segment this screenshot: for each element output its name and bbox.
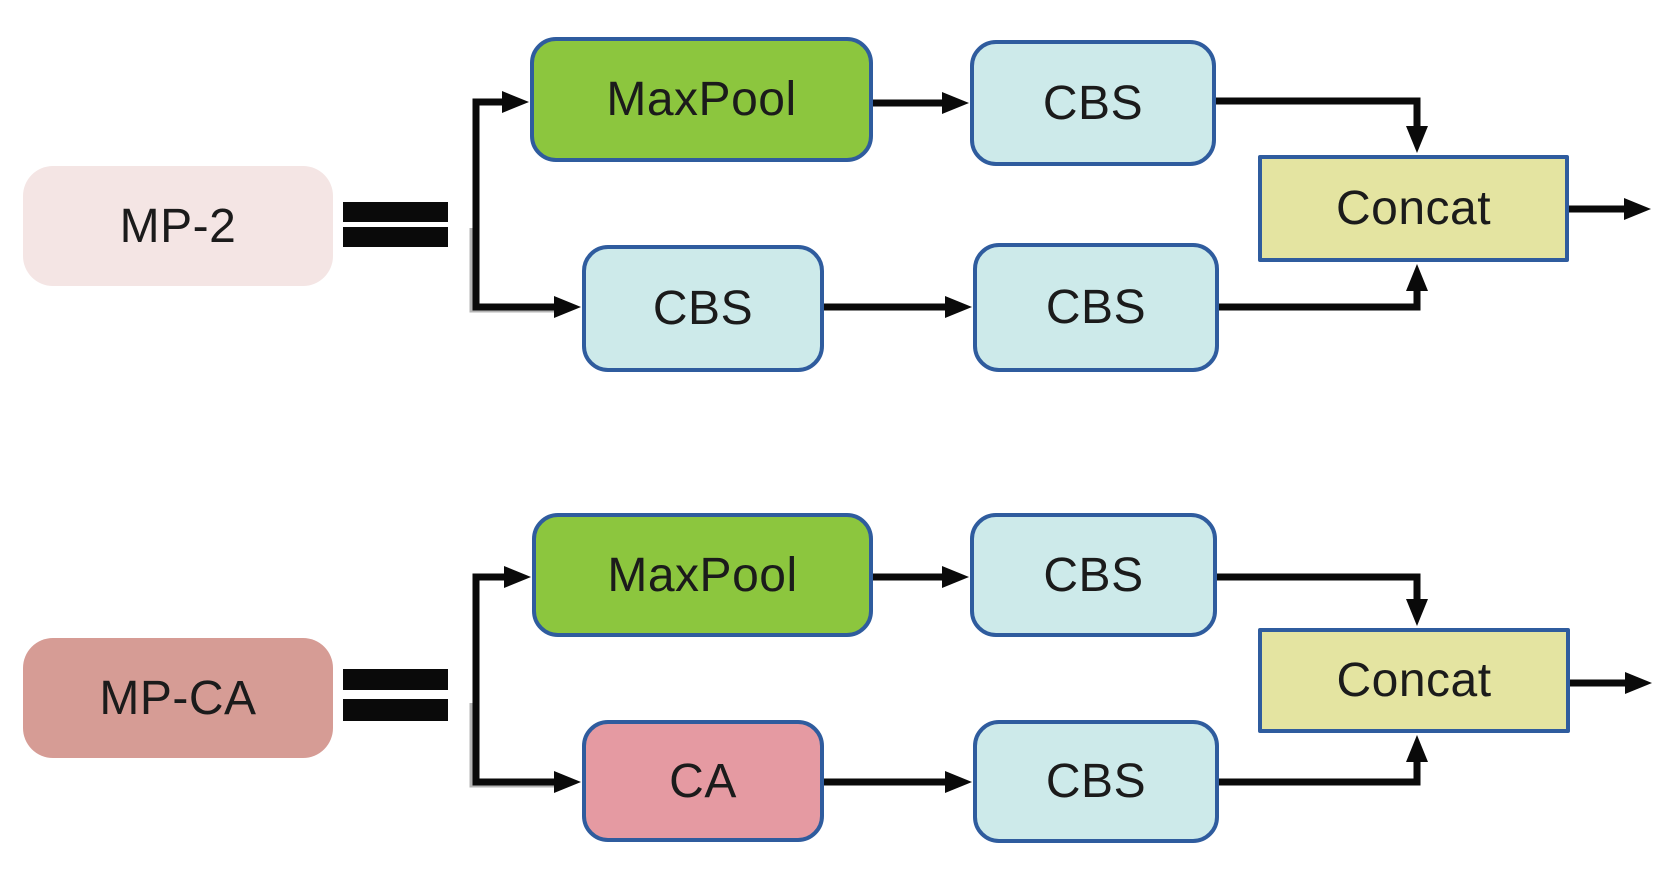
- mpca-ca-text: CA: [669, 754, 737, 808]
- mp2-cbs-top-text: CBS: [1042, 76, 1144, 130]
- mpca-branch-split-line: [472, 573, 557, 786]
- mpca-label-text: MP-CA: [99, 671, 257, 725]
- arrow-into-mpca-concat-bottom-icon: [1406, 735, 1428, 762]
- arrow-into-mp2-cbs-bottom-icon: [554, 296, 581, 318]
- mp2-cbs-bottom1-text: CBS: [652, 282, 754, 335]
- mp2-label-text: MP-2: [119, 199, 237, 253]
- mpca-maxpool-node: MaxPool: [532, 513, 873, 637]
- arrow-into-mp2-maxpool-icon: [502, 91, 529, 113]
- arrow-into-mpca-maxpool-icon: [504, 566, 531, 588]
- arrow-into-mp2-concat-bottom-icon: [1406, 264, 1428, 291]
- mp2-output-arrow-icon: [1624, 198, 1651, 220]
- arrow-into-mpca-ca-icon: [554, 771, 581, 793]
- mpca-concat-node: Concat: [1258, 628, 1570, 733]
- mpca-ca-node: CA: [582, 720, 824, 842]
- arrow-into-mpca-cbs-top-icon: [942, 566, 969, 588]
- mpca-concat-text: Concat: [1336, 654, 1492, 707]
- arrow-into-mp2-cbs-top-icon: [942, 92, 969, 114]
- mpca-label-box: MP-CA: [23, 638, 333, 758]
- mp2-cbs-bottom1-node: CBS: [582, 245, 824, 372]
- mpca-cbs-bottom2-node: CBS: [973, 720, 1219, 843]
- mp2-concat-node: Concat: [1258, 155, 1569, 262]
- mp2-cbs-to-concat-bottom-line: [1219, 288, 1421, 311]
- mp2-concat-text: Concat: [1335, 182, 1492, 235]
- mpca-cbs-to-concat-top-line: [1217, 573, 1421, 603]
- mp2-maxpool-text: MaxPool: [606, 73, 797, 126]
- mp2-cbs-top-node: CBS: [970, 40, 1216, 166]
- arrow-into-mpca-cbs-b2-icon: [945, 771, 972, 793]
- mpca-maxpool-text: MaxPool: [607, 548, 798, 602]
- arrow-into-mp2-concat-top-icon: [1406, 126, 1428, 153]
- mp2-branch-shadow: [469, 228, 560, 313]
- mpca-output-arrow-icon: [1625, 672, 1652, 694]
- mpca-cbs-to-concat-bottom-line: [1219, 757, 1421, 786]
- mp2-branch-split-line: [472, 98, 557, 311]
- mp2-cbs-bottom2-node: CBS: [973, 243, 1219, 372]
- mp2-label-box: MP-2: [23, 166, 333, 286]
- mp2-cbs-bottom2-text: CBS: [1045, 281, 1147, 334]
- mp2-cbs-to-concat-top-line: [1216, 97, 1421, 128]
- arrow-into-mpca-concat-top-icon: [1406, 599, 1428, 626]
- equals-bar-bottom: [343, 227, 448, 247]
- mpca-cbs-bottom2-text: CBS: [1045, 755, 1147, 808]
- arrow-into-mp2-cbs-b2-icon: [945, 296, 972, 318]
- equals-bar-top: [343, 669, 448, 690]
- equals-bar-bottom: [343, 699, 448, 721]
- equals-bar-top: [343, 202, 448, 222]
- mpca-cbs-top-node: CBS: [970, 513, 1217, 637]
- mpca-branch-shadow: [469, 703, 560, 788]
- mp2-maxpool-node: MaxPool: [530, 37, 873, 162]
- mpca-cbs-top-text: CBS: [1043, 548, 1144, 602]
